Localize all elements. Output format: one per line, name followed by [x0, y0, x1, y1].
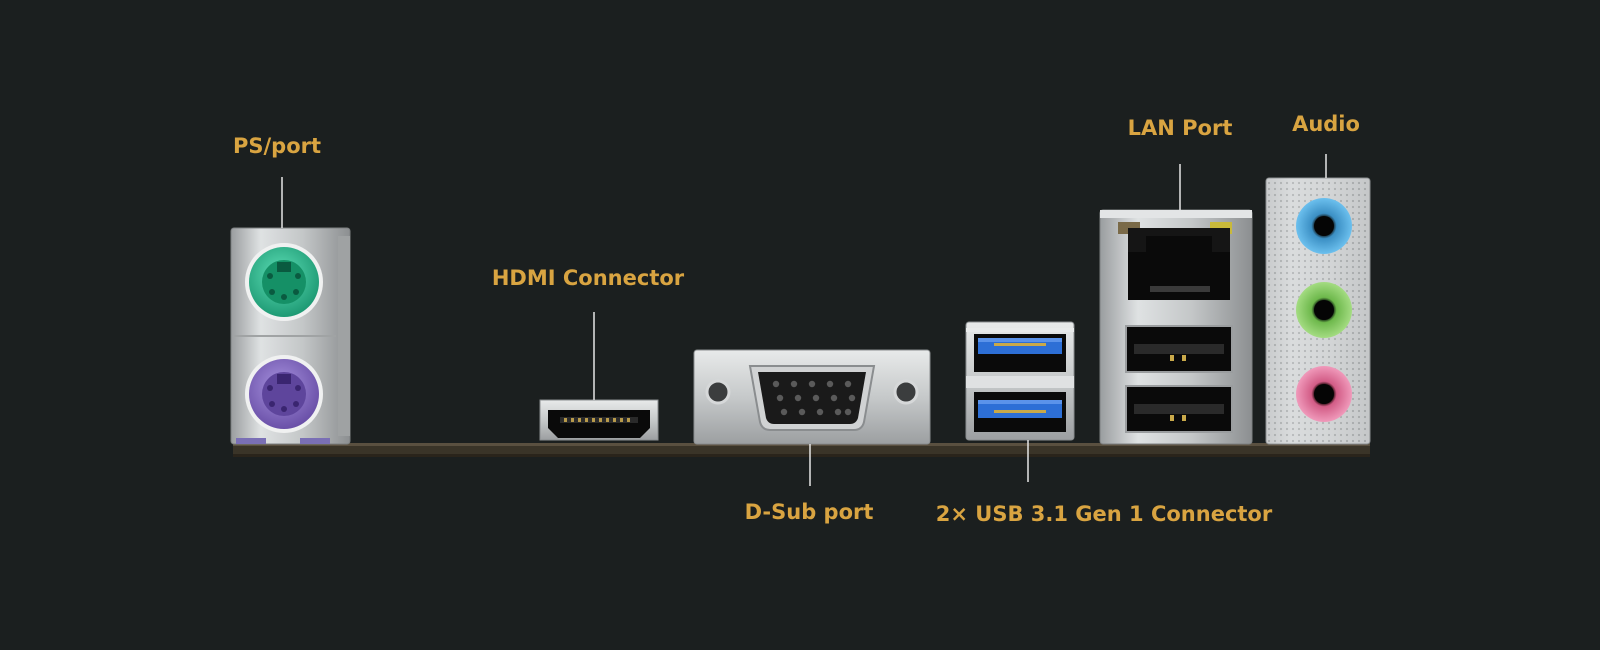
usb2-port-bottom [1125, 385, 1233, 433]
dsub-label: D-Sub port [744, 500, 874, 524]
lan-label: LAN Port [1127, 116, 1233, 140]
dsub-connector [693, 349, 931, 445]
hdmi-label: HDMI Connector [491, 266, 685, 290]
usb3-connector-stack [965, 321, 1075, 441]
usb3-port-top [974, 334, 1066, 372]
lan-usb-stack [1099, 209, 1253, 445]
pcb-board [233, 443, 1370, 457]
audio-label: Audio [1292, 112, 1360, 136]
audio-line-out-jack [1296, 282, 1352, 338]
audio-mic-jack [1296, 366, 1352, 422]
ps2-connector [230, 227, 351, 445]
usb2-port-top [1125, 325, 1233, 373]
leader-lines [281, 154, 1327, 486]
usb-label: 2× USB 3.1 Gen 1 Connector [935, 502, 1273, 526]
ps2-label: PS/port [232, 134, 322, 158]
usb3-port-bottom [974, 392, 1066, 432]
audio-connector-stack [1265, 177, 1371, 445]
lan-port [1118, 222, 1232, 300]
audio-line-in-jack [1296, 198, 1352, 254]
ps2-mouse-port [245, 355, 323, 433]
ps2-keyboard-port [245, 243, 323, 321]
hdmi-connector [539, 399, 659, 441]
